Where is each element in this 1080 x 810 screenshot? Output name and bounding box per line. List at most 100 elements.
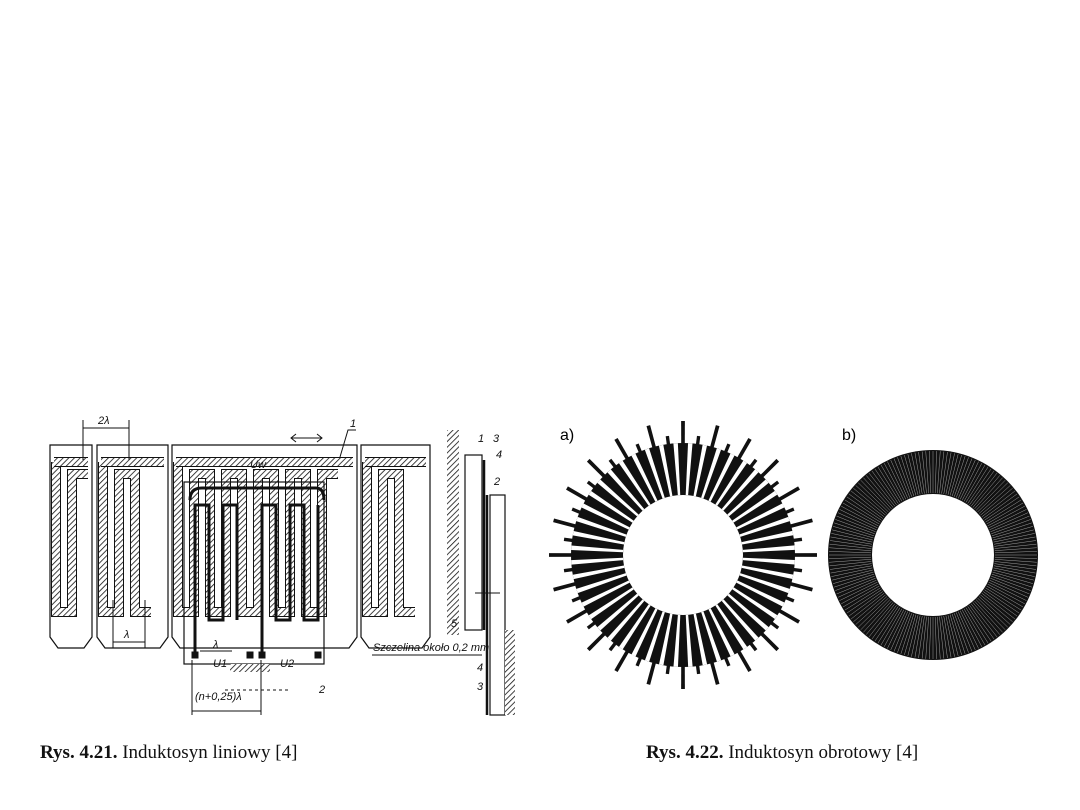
spoke xyxy=(732,582,800,624)
radial-line xyxy=(994,551,1037,554)
radial-line xyxy=(837,579,877,598)
radial-line xyxy=(834,573,875,588)
caption-linear-number: Rys. 4.21. xyxy=(40,742,118,763)
scale-windings xyxy=(51,457,426,617)
radial-line xyxy=(991,519,1031,535)
radial-line xyxy=(991,522,1032,537)
spoke-gap xyxy=(715,604,748,650)
radial-line xyxy=(897,613,913,653)
rotary-inductosyn-b: b) xyxy=(828,427,1038,660)
radial-line xyxy=(841,505,879,527)
spoke-gap xyxy=(701,448,722,499)
radial-line xyxy=(893,458,911,498)
radial-line xyxy=(925,451,929,494)
radial-line xyxy=(929,451,932,494)
radial-line xyxy=(975,599,1006,630)
radial-line xyxy=(977,482,1008,513)
radial-line xyxy=(985,499,1022,523)
spoke-gap xyxy=(727,593,769,631)
radial-line xyxy=(890,459,909,499)
spoke-gap xyxy=(597,593,639,631)
radial-line xyxy=(985,587,1022,611)
spoke-gap xyxy=(693,444,707,497)
spoke-gap xyxy=(618,460,651,506)
label-lambda-slider: λ xyxy=(212,639,218,651)
spoke xyxy=(722,458,780,516)
spoke-gap xyxy=(715,460,748,506)
radial-line xyxy=(844,587,881,611)
slider-mount xyxy=(230,664,270,672)
spoke xyxy=(586,480,638,521)
spoke xyxy=(740,553,817,557)
spoke-gap xyxy=(708,453,735,502)
spoke xyxy=(571,507,631,535)
label-u2: U2 xyxy=(280,658,294,670)
scale-plate xyxy=(171,444,358,649)
radial-line xyxy=(858,482,889,513)
radial-line xyxy=(925,616,929,659)
radial-line xyxy=(983,591,1018,617)
radial-line xyxy=(846,496,882,521)
radial-line xyxy=(955,458,973,498)
radial-line xyxy=(860,480,891,511)
slider-winding xyxy=(193,503,239,655)
radial-line xyxy=(829,547,872,551)
spoke xyxy=(566,582,634,624)
radial-line xyxy=(963,464,986,502)
radial-line xyxy=(921,616,927,659)
radial-line xyxy=(855,485,888,514)
radial-line xyxy=(991,575,1031,591)
radial-line xyxy=(974,600,1003,633)
radial-line xyxy=(969,605,995,640)
spoke xyxy=(586,458,644,516)
spoke xyxy=(614,438,656,506)
radial-line xyxy=(972,475,1001,508)
radial-line xyxy=(978,485,1011,514)
radial-line xyxy=(836,515,876,533)
label-u1: U1 xyxy=(213,658,227,670)
side-label-5: 5 xyxy=(451,618,458,630)
spoke-gap xyxy=(576,516,627,537)
slider-winding xyxy=(260,503,320,655)
radial-line xyxy=(975,480,1006,511)
scale-plate xyxy=(96,444,169,649)
center-hole xyxy=(872,494,994,616)
radial-line xyxy=(986,585,1024,608)
spoke-gap xyxy=(739,516,790,537)
caption-linear: Rys. 4.21. Induktosyn liniowy [4] xyxy=(40,742,297,764)
spoke-gap xyxy=(673,614,681,667)
radial-line xyxy=(993,533,1035,543)
radial-line xyxy=(868,603,896,638)
linear-inductosyn-diagram: 2λ λ λ 1 Uw U1 U2 (n+0,25)λ 2 1 3 4 2 5 … xyxy=(49,415,515,716)
radial-line xyxy=(830,536,872,545)
terminal xyxy=(314,651,322,659)
radial-line xyxy=(987,505,1025,527)
scale-plate xyxy=(360,444,431,649)
radial-line xyxy=(993,567,1035,577)
radial-line xyxy=(832,526,874,539)
gap-label: Szczelina około 0,2 mm xyxy=(373,642,489,654)
radial-line xyxy=(832,571,874,584)
scale-winding-outline xyxy=(98,462,151,617)
radial-line xyxy=(963,608,986,646)
radial-line xyxy=(989,579,1029,598)
radial-line xyxy=(993,529,1034,541)
radial-line xyxy=(929,616,932,659)
radial-line xyxy=(994,536,1036,545)
spoke xyxy=(696,610,720,685)
radial-line xyxy=(883,463,905,501)
radial-line xyxy=(980,594,1013,623)
radial-line xyxy=(855,596,888,625)
spoke xyxy=(732,486,800,528)
spoke-gap xyxy=(644,611,665,662)
spoke-gap xyxy=(571,545,624,553)
radial-line xyxy=(984,589,1020,614)
label-b: b) xyxy=(842,427,856,444)
radial-line xyxy=(874,468,899,504)
radial-line xyxy=(961,463,983,501)
radial-line xyxy=(951,456,966,497)
spoke-gap xyxy=(576,573,627,594)
radial-line xyxy=(947,615,959,656)
radial-line xyxy=(980,487,1013,516)
spoke xyxy=(735,507,795,535)
